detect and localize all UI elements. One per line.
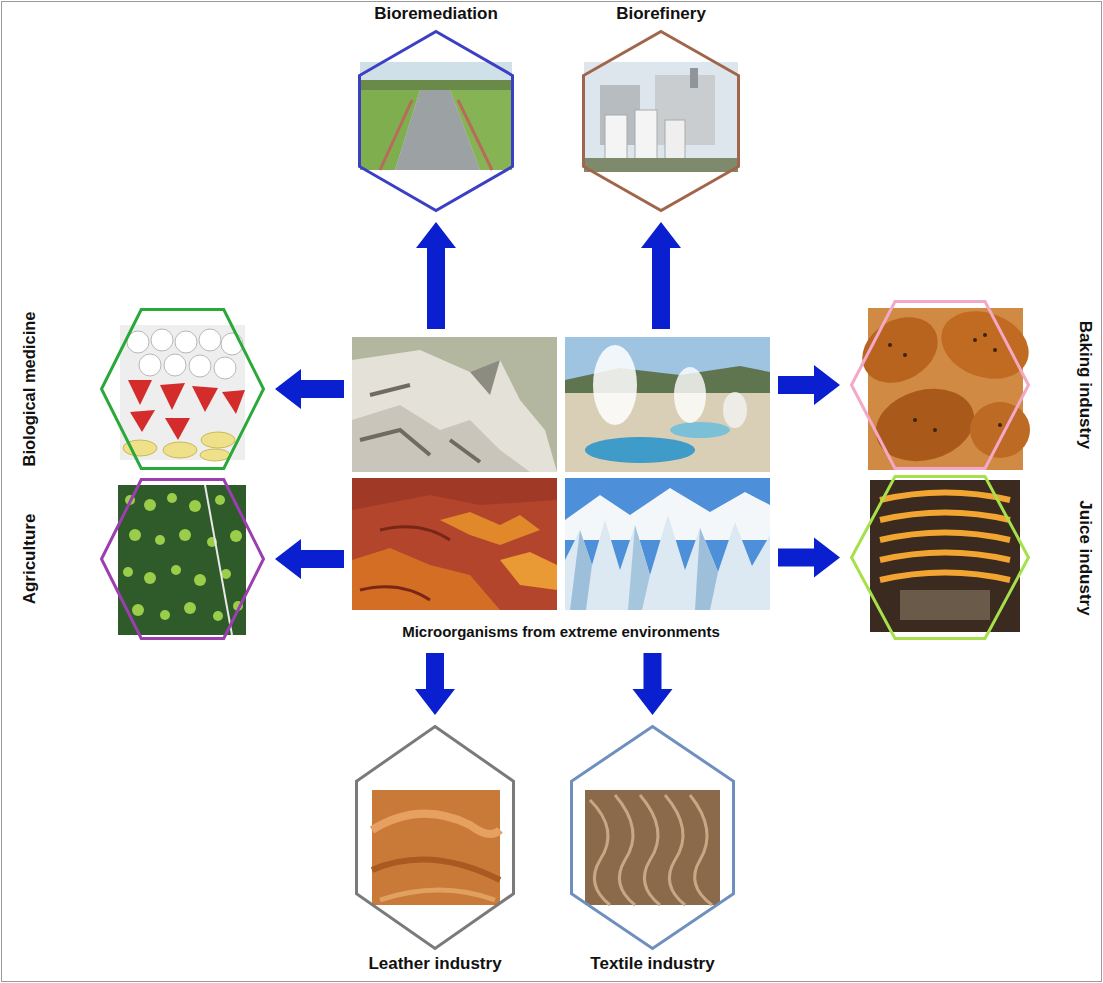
pills-photo: [120, 325, 245, 461]
bread-photo: [850, 300, 1038, 472]
sector-label: Juice industry: [1075, 500, 1095, 615]
block-arrow: [641, 222, 681, 329]
application-hexagon: Biological medicine: [100, 308, 265, 470]
sector-label: Biorefinery: [616, 4, 706, 24]
hexagon-outline: [358, 30, 514, 212]
hexagon-outline: [100, 478, 265, 640]
application-hexagon: Textile industry: [570, 725, 735, 950]
application-hexagon: Leather industry: [355, 725, 515, 950]
hexagon-outline: [582, 30, 740, 212]
acid-river-photo: [352, 478, 557, 610]
salt-flat-photo: [352, 337, 557, 472]
hexagon-outline: [850, 475, 1030, 640]
sector-label: Leather industry: [368, 954, 501, 974]
block-arrow: [633, 653, 673, 715]
hexagon-outline: [570, 725, 735, 950]
block-arrow: [778, 365, 840, 405]
textile-photo: [585, 790, 720, 905]
application-hexagon: Baking industry: [850, 300, 1030, 470]
hexagon-border: [102, 310, 264, 469]
environment-photo-group: Microorganisms from extreme environments: [352, 337, 770, 645]
hexagon-border: [852, 302, 1029, 469]
biorefinery-photo: [584, 62, 738, 172]
hexagon-border: [584, 32, 739, 211]
sector-label: Textile industry: [590, 954, 714, 974]
hexagon-border: [572, 727, 734, 949]
bioremediation-photo: [360, 62, 512, 170]
hexagon-outline: [355, 725, 515, 950]
agriculture-photo: [118, 485, 246, 635]
application-hexagon: Juice industry: [850, 475, 1030, 640]
sector-label: Baking industry: [1075, 321, 1095, 449]
caption: Microorganisms from extreme environments: [402, 623, 720, 641]
block-arrow: [415, 653, 455, 715]
sector-label: Biological medicine: [20, 312, 40, 467]
application-hexagon: Biorefinery: [582, 30, 740, 212]
application-hexagon: Bioremediation: [358, 30, 514, 212]
block-arrow: [416, 222, 456, 329]
geyser-photo: [565, 337, 770, 472]
block-arrow: [275, 369, 344, 409]
hexagon-outline: [850, 300, 1030, 470]
application-hexagon: Agriculture: [100, 478, 265, 640]
hexagon-border: [357, 727, 514, 949]
hexagon-border: [360, 32, 513, 211]
sector-label: Bioremediation: [374, 4, 498, 24]
leather-photo: [372, 790, 500, 905]
block-arrow: [275, 539, 344, 579]
hexagon-outline: [100, 308, 265, 470]
glacier-photo: [565, 478, 770, 610]
block-arrow: [778, 538, 840, 578]
sector-label: Agriculture: [20, 514, 40, 605]
hexagon-border: [102, 480, 264, 639]
hexagon-border: [852, 477, 1029, 639]
